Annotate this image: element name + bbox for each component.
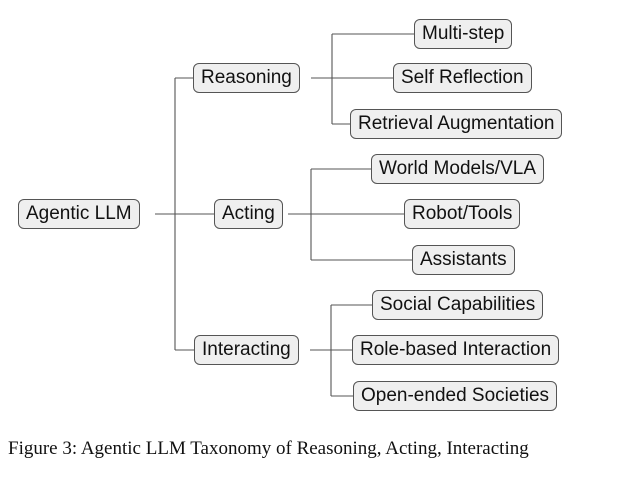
taxonomy-diagram: Agentic LLM Reasoning Acting Interacting… [18,19,563,411]
node-world-models-vla: World Models/VLA [371,154,544,184]
connector-lines [155,33,414,397]
node-self-reflection: Self Reflection [393,63,532,93]
node-social-capabilities: Social Capabilities [372,290,544,320]
node-reasoning: Reasoning [193,63,300,93]
node-retrieval-augmentation: Retrieval Augmentation [350,109,563,139]
figure-caption: Figure 3: Agentic LLM Taxonomy of Reason… [8,438,529,459]
node-acting: Acting [214,199,283,229]
node-open-ended-societies: Open-ended Societies [353,381,558,411]
node-multi-step: Multi-step [414,19,513,49]
node-interacting: Interacting [194,335,299,365]
node-assistants: Assistants [412,245,515,275]
node-robot-tools: Robot/Tools [404,199,521,229]
node-role-based-interaction: Role-based Interaction [352,335,560,365]
node-agentic-llm: Agentic LLM [18,199,140,229]
